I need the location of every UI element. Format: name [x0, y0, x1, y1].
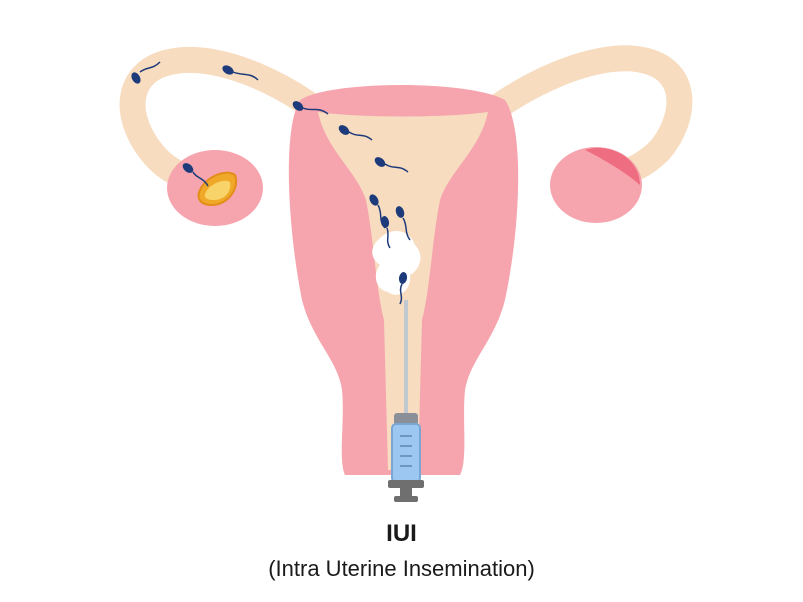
- uterus-diagram: [119, 45, 693, 502]
- sperm-cell: [131, 61, 161, 84]
- sperm-cell: [222, 65, 259, 81]
- sperm-cell: [338, 125, 373, 141]
- sperm-cell: [182, 163, 209, 187]
- caption: IUI (Intra Uterine Insemination): [0, 520, 803, 584]
- sperm-cells: [131, 61, 411, 305]
- right-ovary: [550, 147, 642, 223]
- diagram-title: IUI: [386, 520, 417, 547]
- sperm-cell: [398, 272, 408, 305]
- semen-deposit: [372, 230, 421, 295]
- syringe-icon: [388, 300, 424, 502]
- sperm-cell: [395, 206, 411, 241]
- sperm-cell: [292, 101, 329, 115]
- diagram-subtitle: (Intra Uterine Insemination): [268, 556, 535, 581]
- right-fallopian-tube: [457, 45, 693, 189]
- sperm-cell: [374, 157, 409, 173]
- left-fallopian-tube: [119, 46, 353, 193]
- left-ovary: [167, 150, 263, 226]
- sperm-cell: [380, 216, 391, 249]
